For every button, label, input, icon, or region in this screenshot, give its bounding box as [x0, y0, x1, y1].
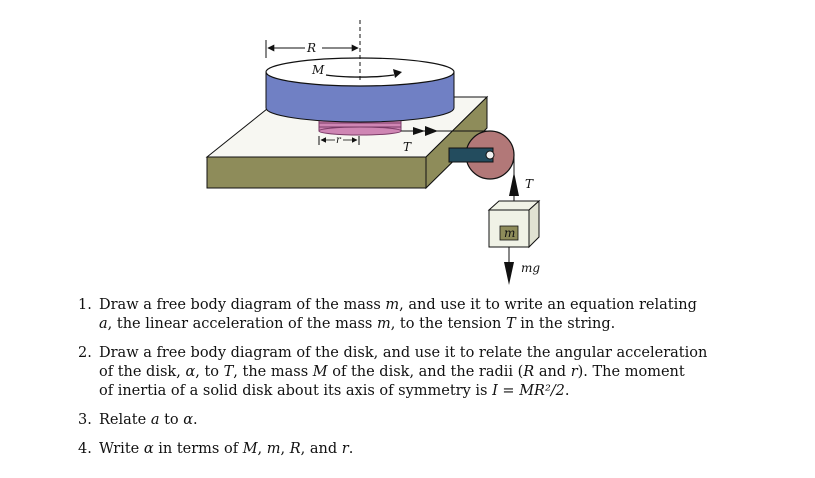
problem-number: 1.: [78, 297, 92, 313]
tension-arrow-block: [509, 172, 519, 196]
disk: [265, 57, 455, 123]
problem-number: 4.: [78, 441, 92, 457]
problem-3: 3. Relate a to α.: [78, 412, 198, 428]
problem-2: 2. Draw a free body diagram of the disk,…: [78, 345, 708, 399]
label-T-rope: T: [525, 177, 534, 191]
weight-arrow: [504, 262, 514, 285]
physics-diagram: R M r T T m mg: [205, 20, 541, 285]
label-r: r: [336, 135, 342, 146]
problem-number: 2.: [78, 345, 92, 361]
label-R: R: [306, 41, 316, 55]
rotation-arrowhead: [393, 69, 402, 78]
table-front: [206, 156, 427, 189]
label-mg: mg: [521, 261, 540, 275]
label-T-string: T: [403, 140, 412, 154]
hanging-mass: m: [487, 199, 541, 249]
pulley-axle: [485, 150, 495, 160]
tension-arrow-disk: [413, 127, 425, 135]
moment-of-inertia-formula: I = MR²/2: [492, 383, 565, 399]
label-M: M: [311, 63, 325, 77]
problem-4: 4. Write α in terms of M, m, R, and r.: [78, 441, 354, 457]
tension-arrow-disk-head: [425, 126, 438, 136]
label-m: m: [504, 226, 515, 240]
table-side: [425, 95, 488, 190]
problem-list: 1. Draw a free body diagram of the mass …: [78, 296, 718, 459]
block-label-box: [499, 225, 519, 241]
problem-number: 3.: [78, 412, 92, 428]
problem-1: 1. Draw a free body diagram of the mass …: [78, 297, 697, 332]
